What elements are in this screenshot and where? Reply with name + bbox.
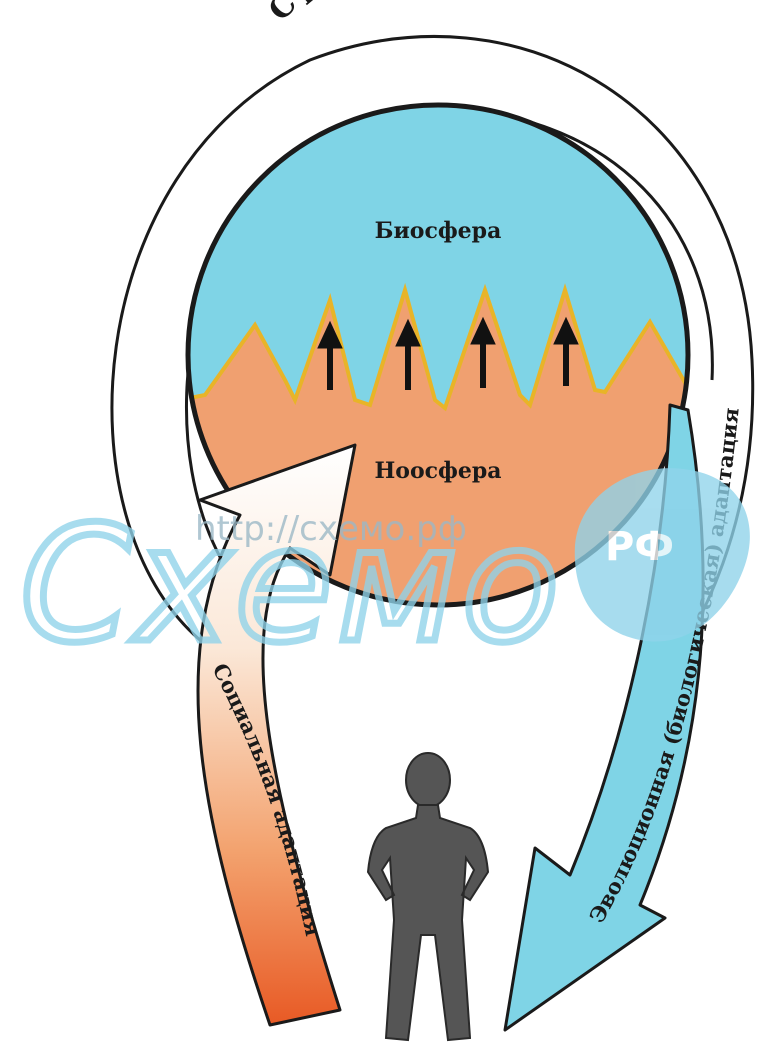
biosphere-label: Биосфера	[375, 218, 502, 244]
noosphere-label: Ноосфера	[374, 458, 501, 484]
human-figure-icon	[368, 753, 488, 1040]
habitat-label: Среда обитания	[262, 0, 626, 28]
watermark-url: http://схемо.рф	[195, 509, 467, 549]
watermark-badge: РФ	[575, 468, 750, 641]
watermark-badge-text: РФ	[605, 524, 674, 570]
